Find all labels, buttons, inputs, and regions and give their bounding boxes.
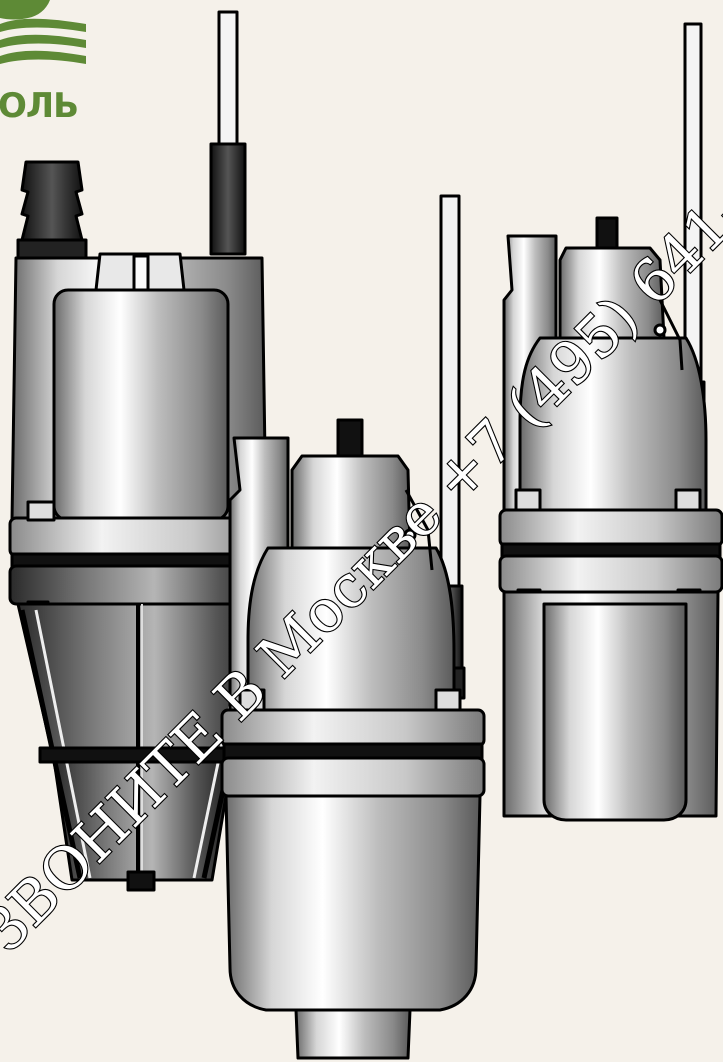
pump-left (8, 10, 274, 892)
logo-leaf-icon (0, 0, 50, 20)
logo (0, 0, 86, 64)
logo-text: ОЛЬ (0, 86, 79, 126)
pump-center (220, 194, 486, 1060)
pump-right (498, 22, 723, 822)
